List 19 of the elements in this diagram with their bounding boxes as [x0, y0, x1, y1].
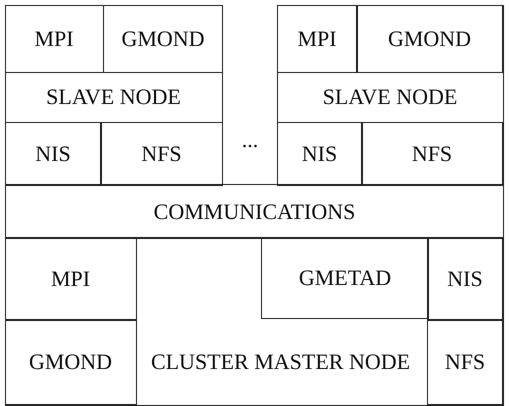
component-box: NIS: [427, 236, 503, 320]
node-panel: [277, 5, 504, 186]
panel-title: SLAVE NODE: [322, 83, 458, 111]
panel-title: SLAVE NODE: [45, 83, 182, 111]
node-panel: [5, 5, 223, 186]
component-box: NFS: [361, 122, 503, 185]
communications-bar: COMMUNICATIONS: [5, 184, 504, 239]
component-box: NIS: [276, 122, 362, 185]
component-box: MPI: [276, 4, 358, 72]
component-box: NFS: [427, 319, 503, 405]
component-box: GMOND: [4, 319, 136, 405]
component-box: MPI: [4, 236, 136, 320]
panel-title: CLUSTER MASTER NODE: [150, 348, 412, 376]
component-box: GMETAD: [261, 236, 429, 318]
component-box: NIS: [4, 122, 102, 185]
node-panel: [5, 237, 504, 406]
component-box: GMOND: [356, 4, 503, 72]
component-box: NFS: [100, 122, 223, 185]
ellipsis-label: ...: [240, 126, 260, 154]
